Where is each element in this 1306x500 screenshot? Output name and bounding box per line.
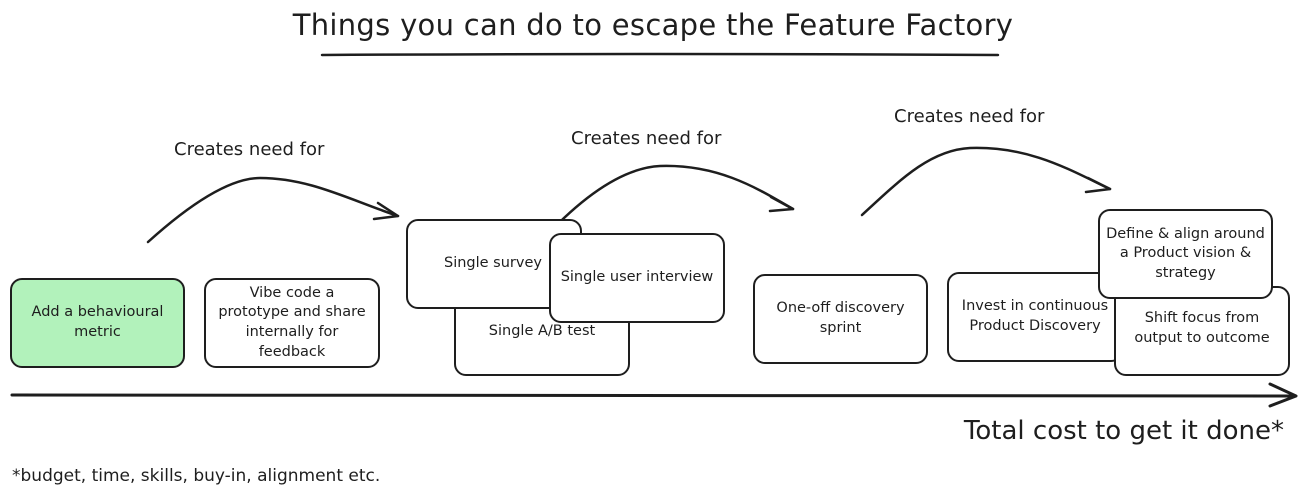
cost-axis-label: Total cost to get it done*: [963, 416, 1284, 446]
arrow-label-3: Creates need for: [894, 106, 1045, 127]
box-define-product-vision: Define & align around a Product vision &…: [1098, 209, 1273, 299]
arrowhead-3: [1084, 176, 1112, 194]
arrow-label-1: Creates need for: [174, 139, 325, 160]
cost-axis-line: [10, 393, 1297, 398]
curved-arrow-2: [544, 164, 795, 238]
arrowhead-2: [768, 195, 795, 213]
footnote: *budget, time, skills, buy-in, alignment…: [12, 466, 381, 486]
cost-axis-arrowhead: [1268, 382, 1298, 408]
box-shift-focus-outcome: Shift focus from output to outcome: [1114, 286, 1290, 376]
box-add-behavioural-metric: Add a behavioural metric: [10, 278, 185, 368]
box-one-off-discovery-sprint: One-off discovery sprint: [753, 274, 928, 364]
arrowhead-1: [372, 201, 400, 221]
curved-arrow-3: [860, 146, 1112, 217]
box-vibe-code-prototype: Vibe code a prototype and share internal…: [204, 278, 380, 368]
arrow-label-2: Creates need for: [571, 128, 722, 149]
box-continuous-product-discovery: Invest in continuous Product Discovery: [947, 272, 1123, 362]
diagram-title: Things you can do to escape the Feature …: [292, 8, 1014, 42]
title-underline: [320, 52, 1000, 57]
curved-arrow-1: [146, 176, 400, 244]
box-single-user-interview: Single user interview: [549, 233, 725, 323]
